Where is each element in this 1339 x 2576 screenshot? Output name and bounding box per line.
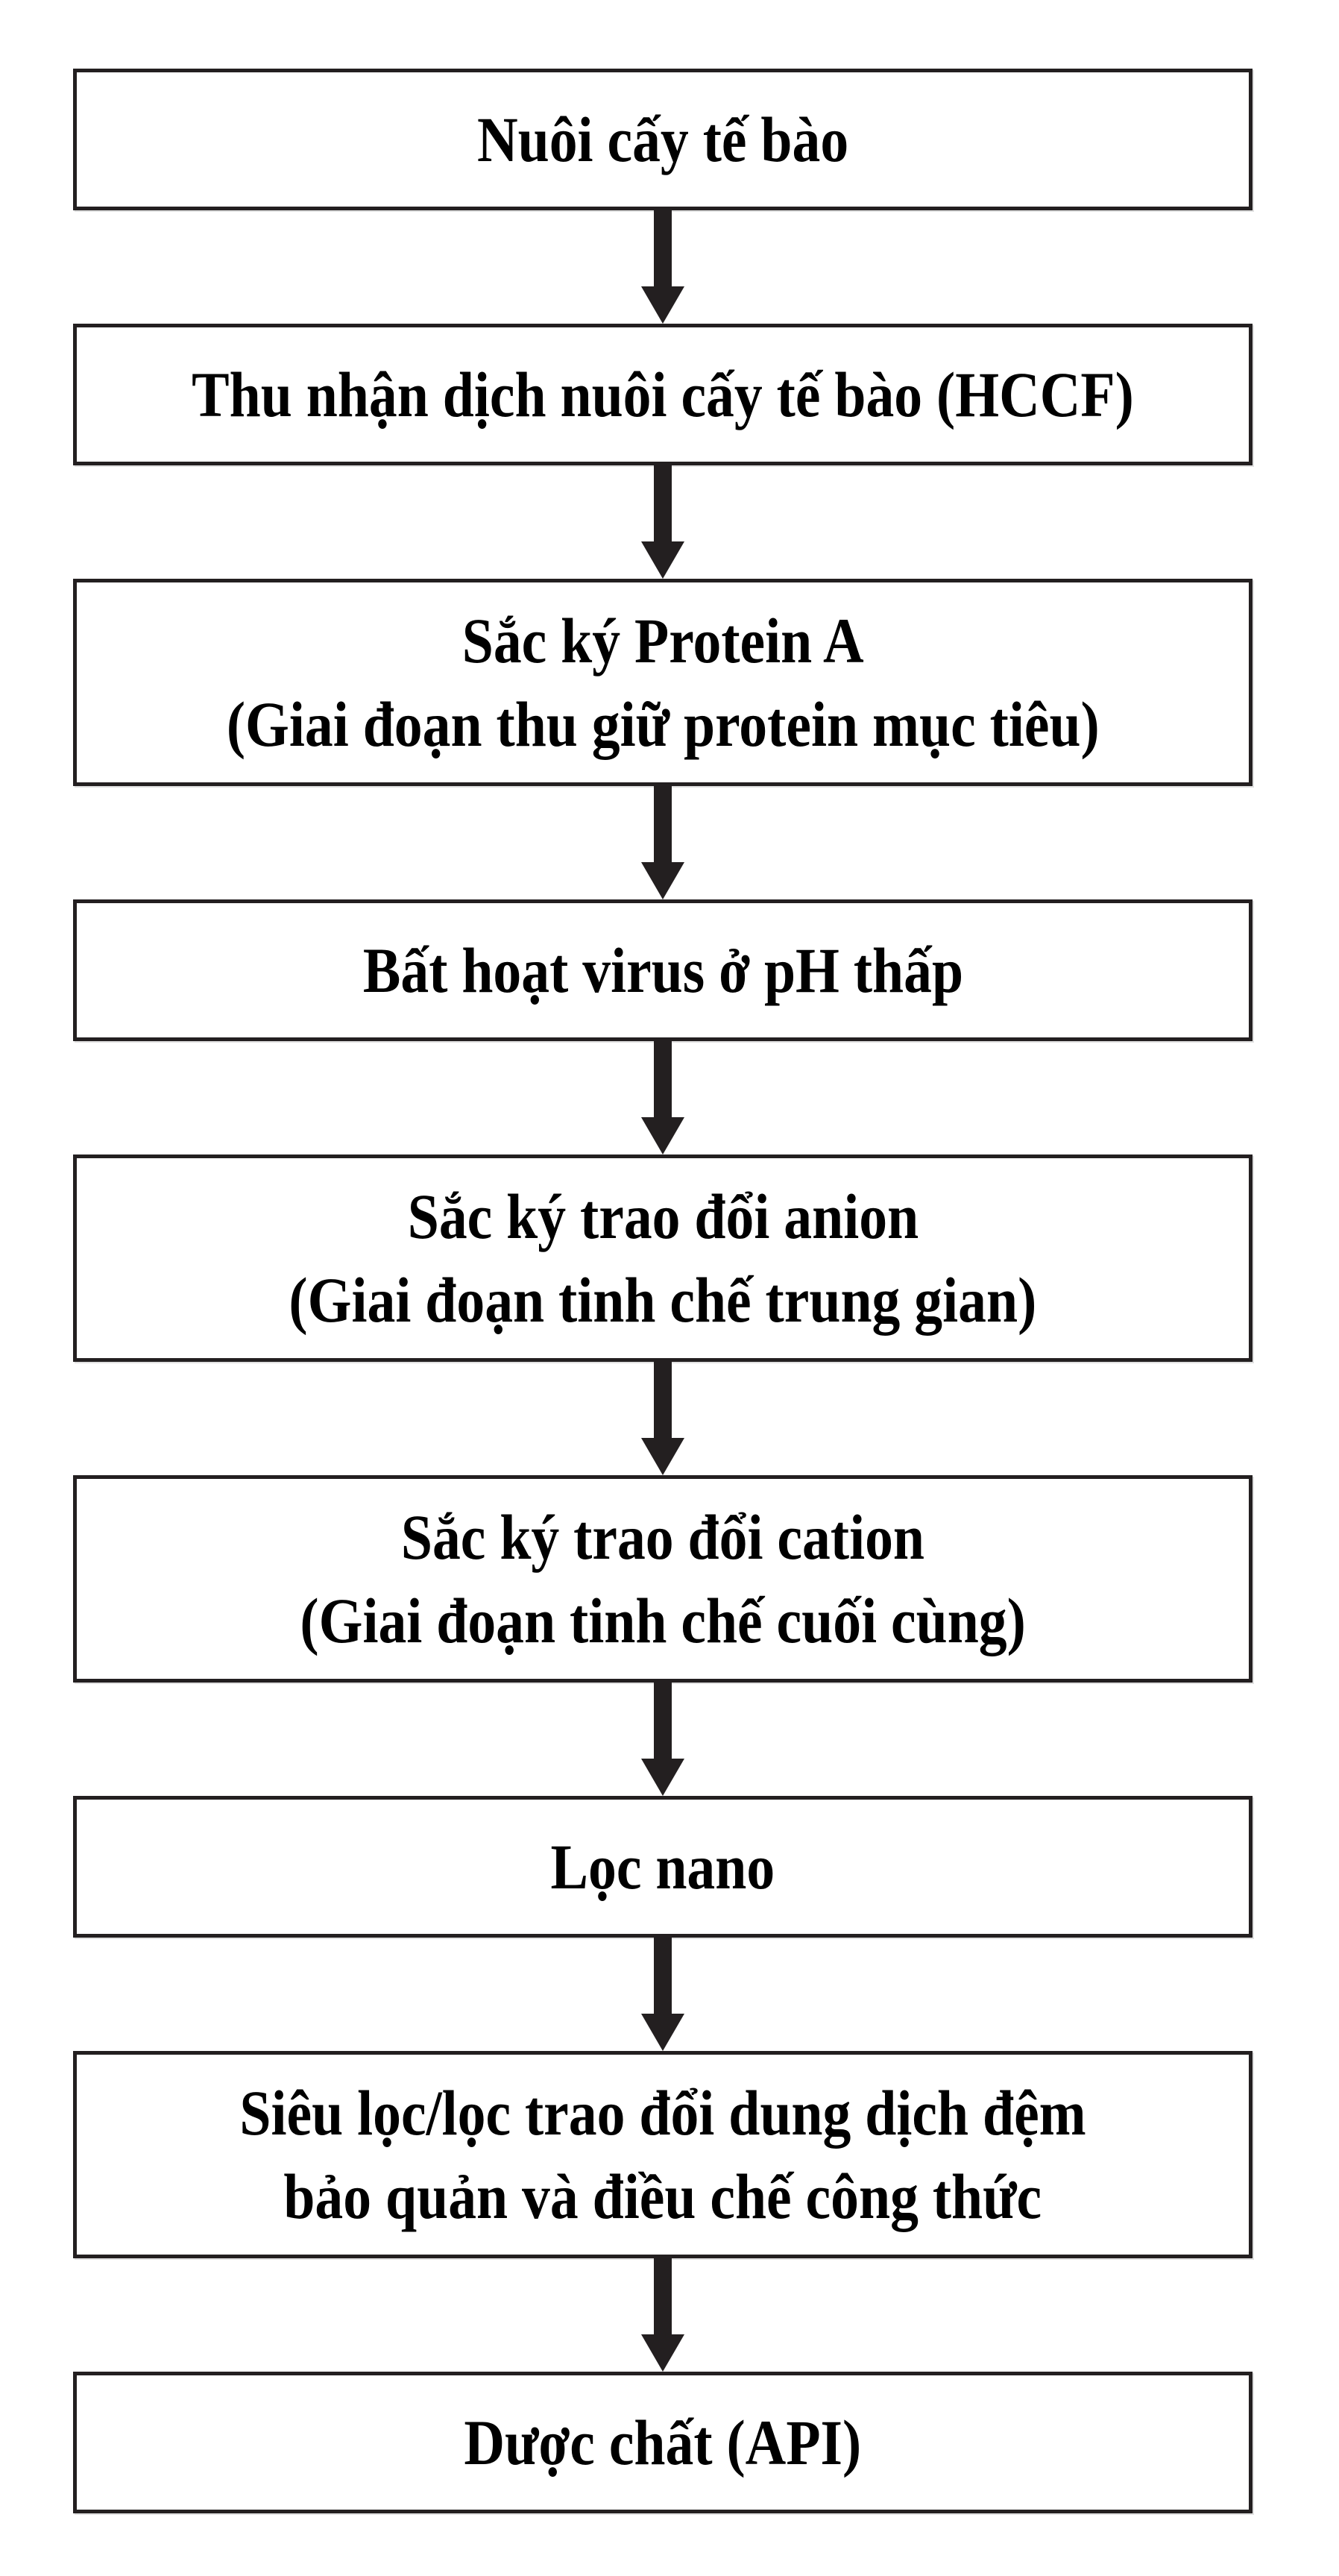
down-arrow	[73, 210, 1253, 324]
flow-step-uf-df-formulation: Siêu lọc/lọc trao đổi dung dịch đệm bảo …	[73, 2051, 1253, 2258]
arrow-stem	[654, 1041, 672, 1117]
flow-step-low-ph-virus-inactivation: Bất hoạt virus ở pH thấp	[73, 899, 1253, 1041]
flow-step-harvest-hccf: Thu nhận dịch nuôi cấy tế bào (HCCF)	[73, 324, 1253, 465]
flow-step-anion-exchange-chromatography: Sắc ký trao đổi anion (Giai đoạn tinh ch…	[73, 1155, 1253, 1362]
process-flowchart: Nuôi cấy tế bào Thu nhận dịch nuôi cấy t…	[73, 69, 1253, 2513]
flow-step-sublabel: (Giai đoạn thu giữ protein mục tiêu)	[226, 688, 1100, 760]
flow-step-label: Sắc ký Protein A	[461, 605, 864, 676]
down-arrow	[73, 1041, 1253, 1155]
arrow-stem	[654, 1683, 672, 1759]
down-arrow	[73, 1683, 1253, 1796]
flow-step-sublabel: bảo quản và điều chế công thức	[283, 2161, 1042, 2232]
flow-step-label: Nuôi cấy tế bào	[476, 104, 849, 175]
flow-step-sublabel: (Giai đoạn tinh chế cuối cùng)	[300, 1585, 1026, 1656]
arrow-head-icon	[641, 2014, 684, 2051]
arrow-head-icon	[641, 1438, 684, 1475]
arrow-head-icon	[641, 541, 684, 579]
arrow-stem	[654, 786, 672, 862]
flow-step-cation-exchange-chromatography: Sắc ký trao đổi cation (Giai đoạn tinh c…	[73, 1475, 1253, 1683]
arrow-stem	[654, 1938, 672, 2014]
flow-step-cell-culture: Nuôi cấy tế bào	[73, 69, 1253, 210]
arrow-head-icon	[641, 286, 684, 324]
flow-step-drug-substance-api: Dược chất (API)	[73, 2372, 1253, 2513]
arrow-stem	[654, 1362, 672, 1438]
flow-step-label: Siêu lọc/lọc trao đổi dung dịch đệm	[239, 2077, 1086, 2149]
down-arrow	[73, 2258, 1253, 2372]
flow-step-sublabel: (Giai đoạn tinh chế trung gian)	[289, 1264, 1037, 1336]
arrow-stem	[654, 2258, 672, 2334]
flow-step-label: Dược chất (API)	[464, 2407, 862, 2478]
flow-step-protein-a-chromatography: Sắc ký Protein A (Giai đoạn thu giữ prot…	[73, 579, 1253, 786]
arrow-stem	[654, 465, 672, 541]
flow-step-label: Sắc ký trao đổi cation	[400, 1501, 925, 1573]
flow-step-nanofiltration: Lọc nano	[73, 1796, 1253, 1938]
flow-step-label: Sắc ký trao đổi anion	[407, 1181, 919, 1252]
arrow-head-icon	[641, 862, 684, 899]
down-arrow	[73, 1362, 1253, 1475]
arrow-head-icon	[641, 1759, 684, 1796]
flow-step-label: Thu nhận dịch nuôi cấy tế bào (HCCF)	[192, 359, 1134, 430]
flow-step-label: Lọc nano	[550, 1831, 775, 1903]
arrow-head-icon	[641, 2334, 684, 2372]
flow-step-label: Bất hoạt virus ở pH thấp	[362, 934, 963, 1006]
down-arrow	[73, 786, 1253, 899]
arrow-head-icon	[641, 1117, 684, 1155]
arrow-stem	[654, 210, 672, 286]
down-arrow	[73, 465, 1253, 579]
down-arrow	[73, 1938, 1253, 2051]
